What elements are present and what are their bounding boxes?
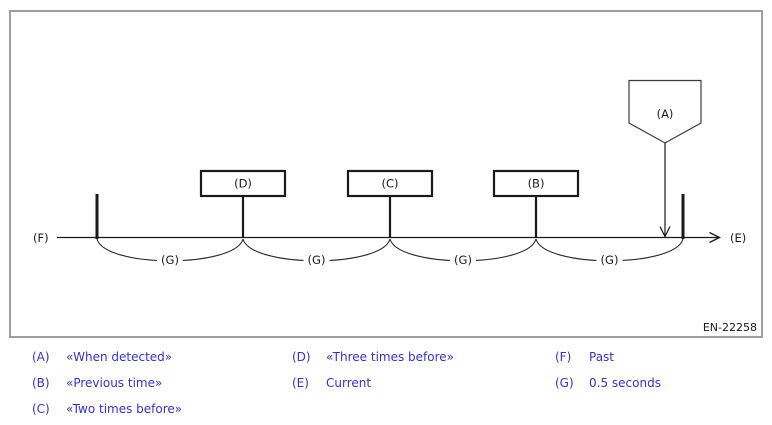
legend-item-b: (B) «Previous time» — [32, 370, 182, 396]
legend-key: (G) — [555, 376, 574, 390]
legend-key: (C) — [32, 402, 50, 416]
axis-end-label: (E) — [730, 231, 746, 245]
detection-marker — [628, 79, 702, 144]
box-b-label: (B) — [528, 177, 545, 191]
interval-label-1: (G) — [161, 253, 179, 267]
interval-label-plate — [303, 252, 330, 268]
legend-item-e: (E) Current — [292, 370, 454, 396]
legend-label: «When detected» — [66, 350, 173, 364]
legend-item-a: (A) «When detected» — [32, 344, 182, 370]
legend-column-1: (A) «When detected» (B) «Previous time» … — [32, 344, 182, 422]
legend-label: «Previous time» — [66, 376, 163, 390]
box-b — [492, 169, 580, 198]
legend-item-g: (G) 0.5 seconds — [555, 370, 661, 396]
timeline-figure: (F) (E) (D) (C) (B) (A) (G) (G) (G) — [9, 10, 763, 338]
interval-label-3: (G) — [454, 253, 472, 267]
legend-label: «Three times before» — [326, 350, 455, 364]
interval-label-plate — [450, 252, 476, 268]
detection-arrowhead-icon — [659, 226, 671, 238]
legend-key: (F) — [555, 350, 572, 364]
legend-label: 0.5 seconds — [589, 376, 661, 390]
legend-column-2: (D) «Three times before» (E) Current — [292, 344, 454, 396]
interval-label-plate — [596, 252, 623, 268]
legend-key: (A) — [32, 350, 50, 364]
legend-label: «Two times before» — [66, 402, 183, 416]
detection-marker-label: (A) — [657, 107, 674, 121]
box-c — [346, 169, 434, 198]
axis-start-label: (F) — [33, 231, 49, 245]
legend-label: Current — [326, 376, 372, 390]
legend-label: Past — [589, 350, 615, 364]
legend-key: (D) — [292, 350, 311, 364]
legend-item-f: (F) Past — [555, 344, 661, 370]
legend-column-3: (F) Past (G) 0.5 seconds — [555, 344, 661, 396]
interval-label-plate — [157, 252, 183, 268]
box-d-label: (D) — [234, 177, 252, 191]
legend-item-c: (C) «Two times before» — [32, 396, 182, 422]
legend-key: (E) — [292, 376, 309, 390]
box-d — [199, 169, 287, 198]
timeline-arrowhead-icon — [709, 231, 721, 244]
legend-item-d: (D) «Three times before» — [292, 344, 454, 370]
interval-label-2: (G) — [308, 253, 326, 267]
box-c-label: (C) — [381, 177, 398, 191]
legend-key: (B) — [32, 376, 50, 390]
figure-code: EN-22258 — [703, 321, 757, 334]
interval-label-4: (G) — [601, 253, 619, 267]
